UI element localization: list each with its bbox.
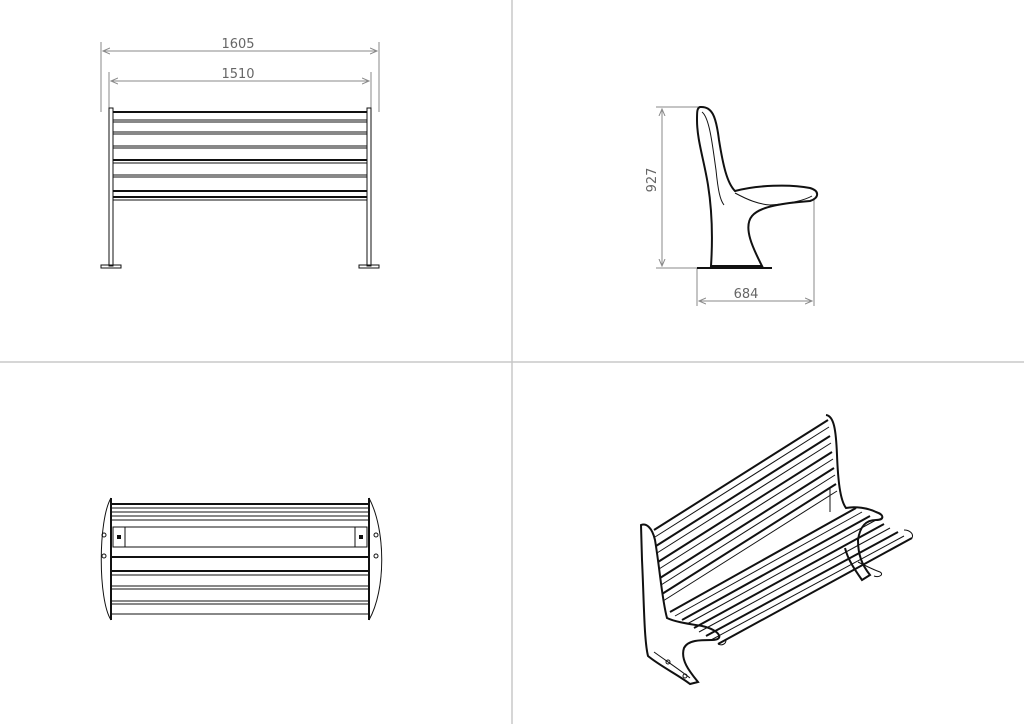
iso-right-end-plate bbox=[825, 414, 884, 582]
top-view bbox=[100, 497, 383, 621]
iso-seat-slats bbox=[669, 507, 913, 645]
side-view: 927 684 bbox=[645, 105, 819, 306]
iso-left-end-plate bbox=[639, 523, 721, 686]
top-seat-slats bbox=[111, 556, 369, 615]
dimension-inner-width: 1510 bbox=[108, 67, 372, 112]
front-view: 1605 1510 bbox=[100, 37, 380, 269]
top-backrest-slats bbox=[111, 503, 369, 521]
isometric-view bbox=[639, 414, 913, 686]
dimension-label-1605: 1605 bbox=[221, 37, 254, 52]
dimension-height: 927 bbox=[645, 106, 700, 269]
front-slats bbox=[113, 111, 367, 201]
dimension-label-927: 927 bbox=[645, 168, 660, 193]
iso-backrest-slats bbox=[653, 419, 838, 602]
side-profile bbox=[695, 105, 819, 267]
dimension-overall-width: 1605 bbox=[100, 37, 380, 112]
dimension-label-684: 684 bbox=[734, 287, 759, 302]
dimension-label-1510: 1510 bbox=[221, 67, 254, 82]
dimension-depth: 684 bbox=[696, 200, 815, 306]
